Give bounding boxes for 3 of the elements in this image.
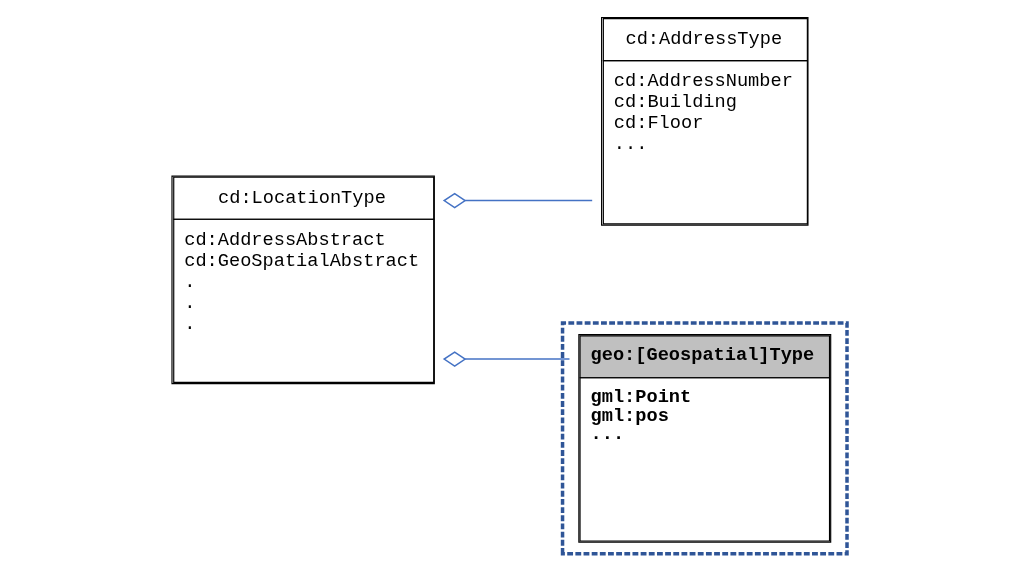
connector: [442, 192, 593, 209]
cluster: [560, 321, 849, 556]
connector: [442, 351, 571, 368]
